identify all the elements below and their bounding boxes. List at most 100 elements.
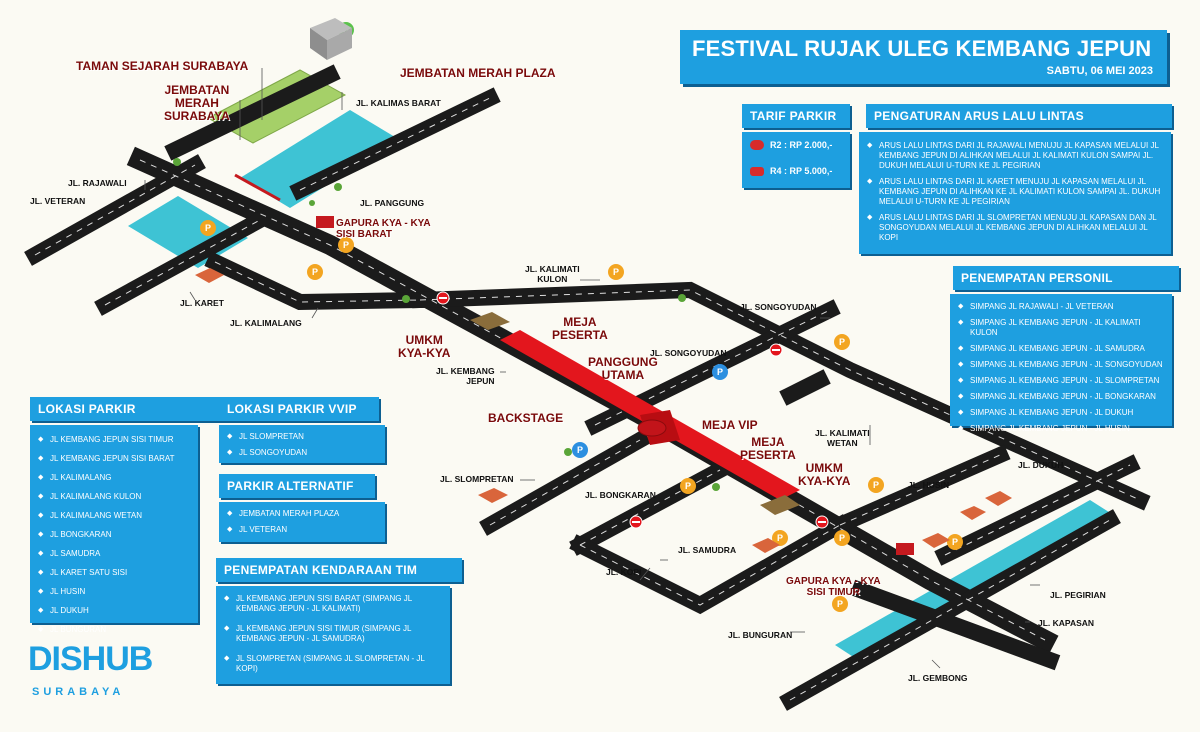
stall-rows	[470, 312, 800, 515]
svg-text:P: P	[873, 480, 879, 490]
alternatif-header: PARKIR ALTERNATIF	[219, 474, 375, 498]
canal-kalimas	[240, 110, 400, 208]
parkir-item: JL DUKUH	[38, 606, 190, 616]
vvip-header: LOKASI PARKIR VVIP	[219, 397, 379, 421]
street-dukuh: JL. DUKUH	[1018, 460, 1064, 470]
tarif-r4: R4 : RP 5.000,-	[770, 166, 833, 176]
street-bongkaran: JL. BONGKARAN	[585, 490, 656, 500]
personil-item: SIMPANG JL KEMBANG JEPUN - JL SONGOYUDAN	[958, 360, 1164, 370]
label-umkm-kya-kya-1: UMKM KYA-KYA	[398, 333, 451, 360]
lokasi-parkir-box: JL KEMBANG JEPUN SISI TIMUR JL KEMBANG J…	[30, 425, 198, 635]
svg-text:P: P	[613, 267, 619, 277]
arus-item: ARUS LALU LINTAS DARI JL KARET MENUJU JL…	[867, 177, 1163, 207]
street-kapasan: JL. KAPASAN	[1038, 618, 1095, 628]
vvip-item: JL SLOMPRETAN	[227, 432, 377, 442]
street-kalimati-kulon: JL. KALIMATI KULON	[525, 264, 580, 284]
street-kalimati-wetan: JL. KALIMATI WETAN	[815, 428, 870, 448]
street-songoyudan-2: JL. SONGOYUDAN	[650, 348, 727, 358]
label-jembatan-merah-plaza: JEMBATAN MERAH PLAZA	[400, 66, 556, 80]
arus-item: ARUS LALU LINTAS DARI JL RAJAWALI MENUJU…	[867, 141, 1163, 171]
alternatif-box: JEMBATAN MERAH PLAZA JL VETERAN	[219, 502, 385, 542]
parking-icon: P	[200, 220, 216, 236]
building-jmp	[310, 18, 352, 60]
label-gapura-timur: GAPURA KYA - KYA SISI TIMUR	[786, 576, 881, 598]
houses	[195, 268, 1012, 553]
parkir-item: JL KEMBANG JEPUN SISI TIMUR	[38, 435, 190, 445]
tarif-header: TARIF PARKIR	[742, 104, 850, 128]
street-gembong: JL. GEMBONG	[908, 673, 968, 683]
medis-box: JL KEMBANG JEPUN SISI BARAT (SIMPANG JL …	[216, 586, 450, 684]
parkir-item: JL KEMBANG JEPUN SISI BARAT	[38, 454, 190, 464]
label-umkm-kya-kya-2: UMKM KYA-KYA	[798, 461, 851, 488]
label-taman-sejarah: TAMAN SEJARAH SURABAYA	[76, 59, 249, 73]
canal-pegirian	[942, 500, 1112, 598]
personil-item: SIMPANG JL KEMBANG JEPUN - JL SAMUDRA	[958, 344, 1164, 354]
personil-item: SIMPANG JL KEMBANG JEPUN - JL DUKUH	[958, 408, 1164, 418]
personil-box: SIMPANG JL RAJAWALI - JL VETERAN SIMPANG…	[950, 294, 1172, 434]
logo-subtext: SURABAYA	[32, 686, 125, 698]
gapura-timur-icon	[896, 543, 914, 555]
parkir-item: JL SAMUDRA	[38, 549, 190, 559]
event-date: SABTU, 06 MEI 2023	[1046, 65, 1153, 77]
event-area	[500, 330, 800, 500]
alternatif-item: JL VETERAN	[227, 525, 377, 535]
svg-text:P: P	[717, 367, 723, 377]
svg-text:P: P	[839, 533, 845, 543]
label-meja-peserta-2: MEJA PESERTA	[740, 435, 796, 462]
parkir-item: JL KALIMALANG WETAN	[38, 511, 190, 521]
road-centerlines	[34, 97, 1141, 701]
personil-item: SIMPANG JL KEMBANG JEPUN - JL HUSIN	[958, 424, 1164, 434]
parkir-item: JL KALIMALANG KULON	[38, 492, 190, 502]
motorcycle-icon	[750, 140, 764, 150]
lokasi-parkir-header: LOKASI PARKIR	[30, 397, 222, 421]
medis-item: JL KEMBANG JEPUN SISI TIMUR (SIMPANG JL …	[224, 624, 442, 644]
vvip-box: JL SLOMPRETAN JL SONGOYUDAN	[219, 425, 385, 463]
svg-text:P: P	[777, 533, 783, 543]
street-pegirian: JL. PEGIRIAN	[1050, 590, 1106, 600]
gapura-barat-icon	[316, 216, 334, 228]
parkir-item: JL BONGKARAN	[38, 530, 190, 540]
medis-item: JL SLOMPRETAN (SIMPANG JL SLOMPRETAN - J…	[224, 654, 442, 674]
alternatif-item: JEMBATAN MERAH PLAZA	[227, 509, 377, 519]
medis-header: PENEMPATAN KENDARAAN TIM MEDIS	[216, 558, 462, 601]
bridge-jembatan-merah	[234, 173, 281, 202]
arus-header: PENGATURAN ARUS LALU LINTAS	[866, 104, 1172, 128]
street-panggung: JL. PANGGUNG	[360, 198, 425, 208]
tarif-r2: R2 : RP 2.000,-	[770, 140, 833, 150]
street-husin: JL. HUSIN	[908, 480, 950, 490]
svg-text:P: P	[685, 481, 691, 491]
street-slompretan: JL. SLOMPRETAN	[440, 474, 514, 484]
svg-text:P: P	[952, 537, 958, 547]
label-meja-vip: MEJA VIP	[702, 418, 758, 432]
street-songoyudan-1: JL. SONGOYUDAN	[740, 302, 817, 312]
street-kalimas-barat: JL. KALIMAS BARAT	[356, 98, 441, 108]
label-backstage: BACKSTAGE	[488, 411, 564, 425]
personil-item: SIMPANG JL KEMBANG JEPUN - JL KALIMATI K…	[958, 318, 1164, 338]
personil-item: SIMPANG JL RAJAWALI - JL VETERAN	[958, 302, 1164, 312]
svg-text:P: P	[312, 267, 318, 277]
parkir-item: JL KALIMALANG	[38, 473, 190, 483]
label-jembatan-merah: JEMBATAN MERAH SURABAYA	[164, 83, 230, 123]
svg-text:P: P	[577, 445, 583, 455]
arus-item: ARUS LALU LINTAS DARI JL SLOMPRETAN MENU…	[867, 213, 1163, 243]
street-veteran: JL. VETERAN	[30, 196, 86, 206]
parkir-item: JL BUNGURAN	[38, 625, 190, 635]
street-kalimalang: JL. KALIMALANG	[230, 318, 302, 328]
street-kembang-jepun: JL. KEMBANG JEPUN	[436, 366, 495, 386]
tarif-box: R2 : RP 2.000,- R4 : RP 5.000,-	[742, 132, 850, 188]
svg-text:P: P	[839, 337, 845, 347]
personil-header: PENEMPATAN PERSONIL	[953, 266, 1179, 290]
arus-box: ARUS LALU LINTAS DARI JL RAJAWALI MENUJU…	[859, 132, 1171, 254]
dishub-logo: DISHUB SURABAYA	[28, 640, 158, 710]
medis-item: JL KEMBANG JEPUN SISI BARAT (SIMPANG JL …	[224, 594, 442, 614]
page-title: FESTIVAL RUJAK ULEG KEMBANG JEPUN	[692, 36, 1152, 61]
street-kopi: JL. KOPI	[606, 567, 642, 577]
street-karet: JL. KARET	[180, 298, 224, 308]
personil-item: SIMPANG JL KEMBANG JEPUN - JL BONGKARAN	[958, 392, 1164, 402]
label-gapura-barat: GAPURA KYA - KYA SISI BARAT	[336, 218, 431, 240]
street-samudra: JL. SAMUDRA	[678, 545, 737, 555]
parkir-item: JL HUSIN	[38, 587, 190, 597]
vvip-item: JL SONGOYUDAN	[227, 448, 377, 458]
personil-item: SIMPANG JL KEMBANG JEPUN - JL SLOMPRETAN	[958, 376, 1164, 386]
